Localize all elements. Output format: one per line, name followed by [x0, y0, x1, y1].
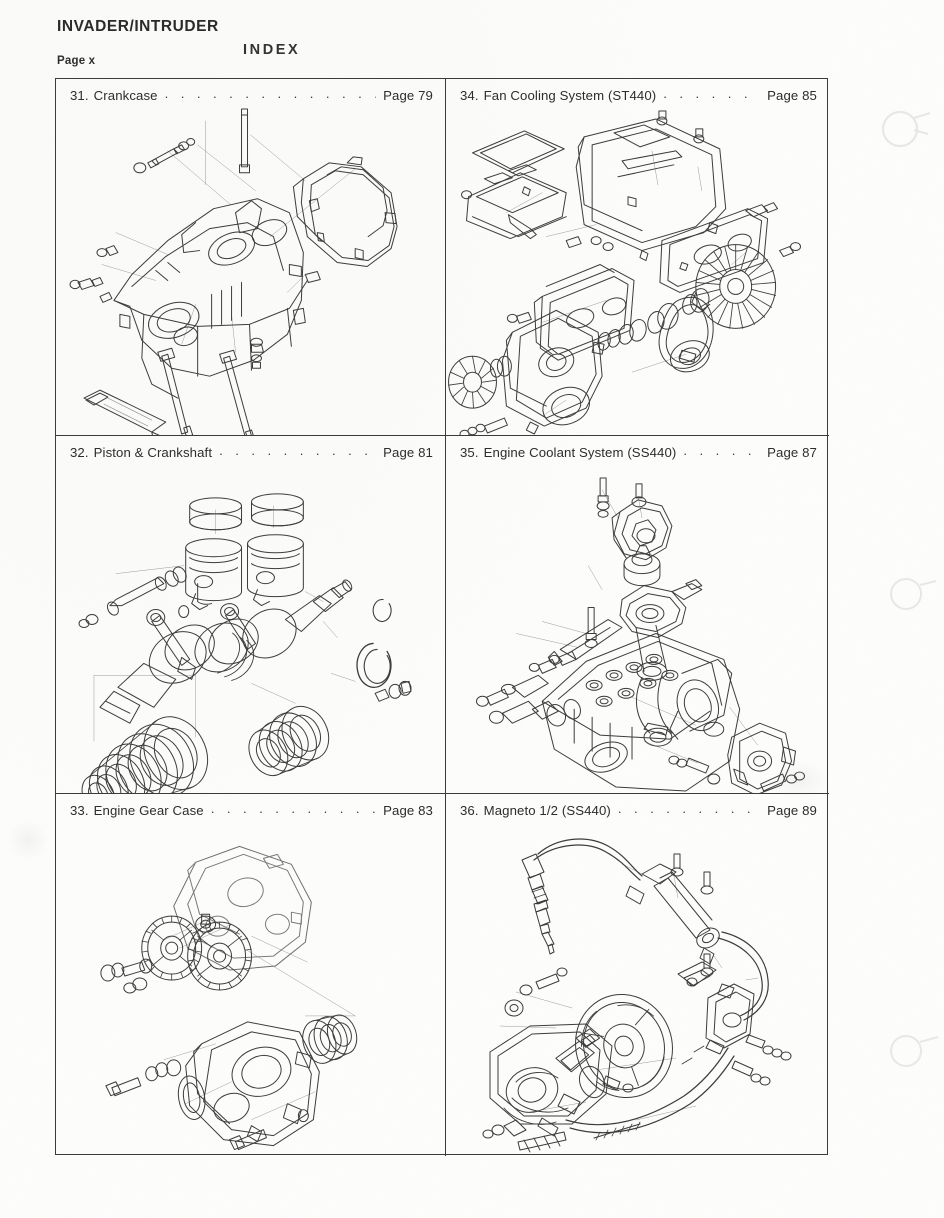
dot-leader: . . . . . . . . . . . . . . . . . . . . …	[617, 801, 760, 816]
index-cell-engine-gear-case[interactable]: 33. Engine Gear Case . . . . . . . . . .…	[56, 794, 446, 1156]
entry-page: Page 89	[767, 803, 817, 818]
entry-page: Page 83	[383, 803, 433, 818]
engine-coolant-system-illustration	[446, 462, 829, 793]
crankcase-illustration	[56, 105, 445, 435]
dot-leader: . . . . . . . . . . . . . . . . . . . . …	[683, 443, 760, 458]
entry-page: Page 79	[383, 88, 433, 103]
index-entry[interactable]: 32. Piston & Crankshaft . . . . . . . . …	[56, 443, 445, 460]
entry-page: Page 81	[383, 445, 433, 460]
index-cell-engine-coolant-system[interactable]: 35. Engine Coolant System (SS440) . . . …	[446, 436, 829, 794]
entry-title: Fan Cooling System (ST440)	[483, 88, 657, 103]
entry-title: Engine Coolant System (SS440)	[483, 445, 677, 460]
index-entry[interactable]: 34. Fan Cooling System (ST440) . . . . .…	[446, 86, 829, 103]
scan-smudge-left	[8, 820, 48, 860]
section-label: INDEX	[243, 42, 301, 58]
index-grid: 31. Crankcase . . . . . . . . . . . . . …	[55, 78, 829, 1156]
magneto-illustration	[446, 820, 829, 1156]
index-cell-fan-cooling-system[interactable]: 34. Fan Cooling System (ST440) . . . . .…	[446, 79, 829, 436]
entry-page: Page 85	[767, 88, 817, 103]
index-cell-piston-crankshaft[interactable]: 32. Piston & Crankshaft . . . . . . . . …	[56, 436, 446, 794]
entry-page: Page 87	[767, 445, 817, 460]
entry-number: 36.	[460, 803, 479, 818]
index-entry[interactable]: 36. Magneto 1/2 (SS440) . . . . . . . . …	[446, 801, 829, 818]
index-cell-magneto[interactable]: 36. Magneto 1/2 (SS440) . . . . . . . . …	[446, 794, 829, 1156]
entry-title: Piston & Crankshaft	[93, 445, 213, 460]
dot-leader: . . . . . . . . . . . . . . . . . . . . …	[210, 801, 376, 816]
entry-number: 32.	[70, 445, 89, 460]
page-label: Page x	[57, 55, 96, 67]
entry-number: 31.	[70, 88, 89, 103]
dot-leader: . . . . . . . . . . . . . . . . . . . . …	[164, 86, 377, 101]
index-entry[interactable]: 35. Engine Coolant System (SS440) . . . …	[446, 443, 829, 460]
index-cell-crankcase[interactable]: 31. Crankcase . . . . . . . . . . . . . …	[56, 79, 446, 436]
entry-title: Crankcase	[93, 88, 158, 103]
engine-gear-case-illustration	[56, 820, 445, 1156]
index-entry[interactable]: 31. Crankcase . . . . . . . . . . . . . …	[56, 86, 445, 103]
piston-crankshaft-illustration	[56, 462, 445, 793]
bleedthrough-ghost-top	[866, 100, 936, 170]
manual-title: INVADER/INTRUDER	[57, 18, 219, 35]
entry-number: 34.	[460, 88, 479, 103]
entry-title: Engine Gear Case	[93, 803, 204, 818]
entry-number: 33.	[70, 803, 89, 818]
bleedthrough-ghost-middle	[880, 565, 940, 625]
dot-leader: . . . . . . . . . . . . . . . . . . . . …	[219, 443, 376, 458]
fan-cooling-system-illustration	[446, 105, 829, 435]
dot-leader: . . . . . . . . . . . . . . . . . . . . …	[663, 86, 760, 101]
entry-number: 35.	[460, 445, 479, 460]
bleedthrough-ghost-bottom	[878, 1020, 942, 1084]
entry-title: Magneto 1/2 (SS440)	[483, 803, 611, 818]
index-entry[interactable]: 33. Engine Gear Case . . . . . . . . . .…	[56, 801, 445, 818]
